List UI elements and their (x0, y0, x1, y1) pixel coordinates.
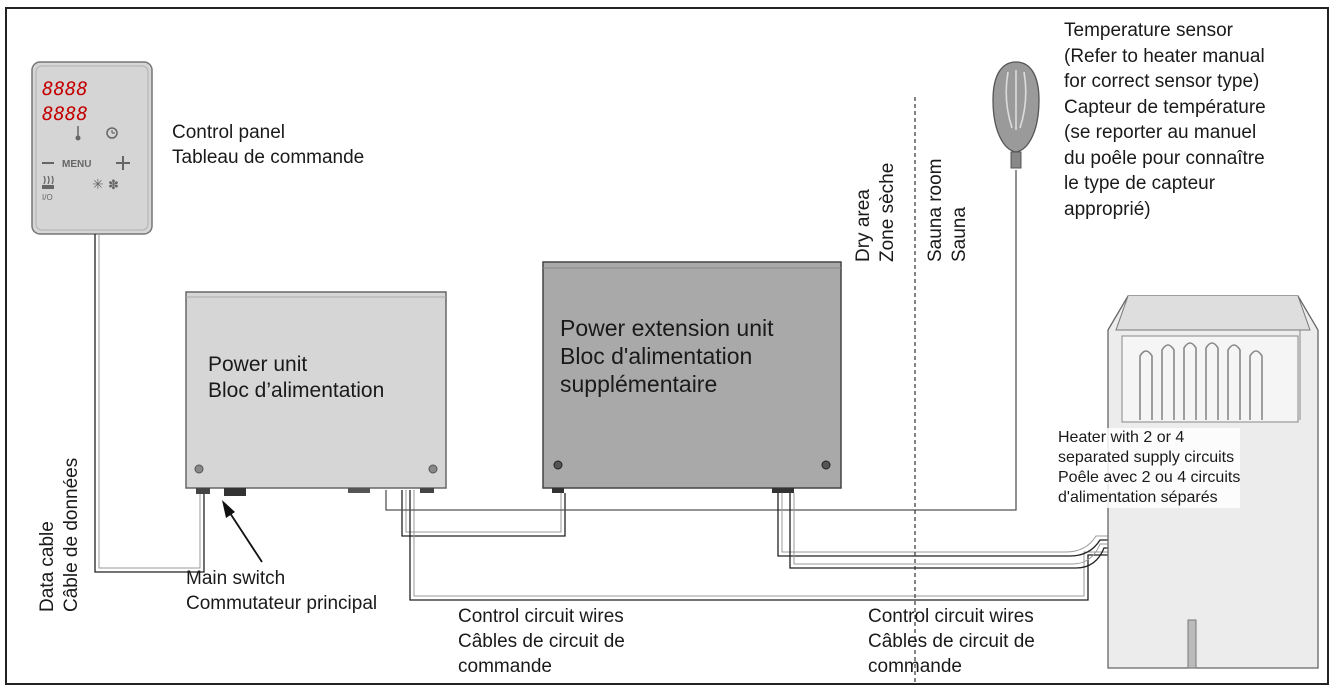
sensor-label-line: du poêle pour connaître (1064, 147, 1265, 169)
power-unit-label-en: Power unit (208, 353, 308, 376)
control-wires-left-line2: Câbles de circuit de (458, 631, 625, 652)
sensor-label-line: le type de capteur (1064, 173, 1216, 194)
light-icon: ✳ (92, 177, 104, 193)
control-wires-left-line1: Control circuit wires (458, 606, 624, 627)
diagram-frame (5, 7, 1329, 685)
control-panel-label-en: Control panel (172, 122, 286, 143)
data-cable-label-en: Data cable (37, 521, 58, 612)
sensor-label-line: (se reporter au manuel (1064, 122, 1257, 143)
data-cable-label: Data cable Câble de données (36, 458, 84, 612)
control-wires-right (777, 493, 1112, 569)
sensor-label-line: (Refer to heater manual (1064, 45, 1265, 67)
dry-area-label-fr: Zone sèche (877, 162, 898, 262)
thermometer-icon (75, 126, 81, 141)
power-extension-unit-label: Power extension unit Bloc d'alimentation… (560, 314, 774, 398)
dry-area-label-en: Dry area (853, 189, 874, 262)
control-wires-right-line1: Control circuit wires (868, 606, 1034, 627)
display-row-1: 8888 (42, 78, 88, 100)
data-cable-label-fr: Câble de données (61, 457, 82, 612)
main-switch-arrow (222, 500, 263, 563)
control-panel-label-fr: Tableau de commande (172, 147, 365, 168)
main-switch-label-fr: Commutateur principal (186, 593, 378, 614)
main-switch-label-en: Main switch (186, 568, 286, 589)
power-extension-label-line3: supplémentaire (560, 371, 718, 397)
power-extension-label-line1: Power extension unit (560, 315, 774, 341)
sauna-room-label: Sauna room Sauna (924, 158, 972, 262)
heater-label-line: d'alimentation séparés (1058, 489, 1218, 506)
control-panel-label: Control panel Tableau de commande (172, 120, 364, 170)
plus-icon (116, 156, 130, 170)
control-wires-left (401, 490, 1110, 601)
fan-icon: ✽ (108, 178, 119, 193)
sensor-label-line: approprié) (1064, 198, 1151, 220)
control-wires-right-line2: Câbles de circuit de (868, 631, 1035, 652)
menu-label: MENU (62, 159, 91, 170)
sensor-label-line: Temperature sensor (1064, 20, 1233, 41)
temperature-sensor-label: Temperature sensor (Refer to heater manu… (1064, 18, 1266, 222)
main-switch (224, 488, 246, 496)
dry-area-label: Dry area Zone sèche (852, 163, 900, 262)
heater-label-line: Heater with 2 or 4 (1058, 429, 1185, 446)
power-extension-label-line2: Bloc d'alimentation (560, 343, 753, 369)
sauna-room-label-fr: Sauna (949, 207, 970, 262)
heater-icon (42, 175, 54, 189)
power-unit (185, 291, 447, 496)
control-wires-left-label: Control circuit wires Câbles de circuit … (458, 604, 625, 679)
data-cable (94, 234, 205, 573)
power-unit-label-fr: Bloc d’alimentation (208, 379, 385, 402)
sensor-label-line: for correct sensor type) (1064, 71, 1260, 92)
sensor-label-line: Capteur de température (1064, 96, 1266, 118)
io-label: I/O (42, 193, 53, 202)
heater-label-line: separated supply circuits (1058, 449, 1235, 466)
heater-label-line: Poêle avec 2 ou 4 circuits (1058, 469, 1241, 486)
heater-label: Heater with 2 or 4 separated supply circ… (1058, 428, 1241, 508)
temperature-sensor (992, 61, 1040, 169)
sauna-room-label-en: Sauna room (925, 158, 946, 262)
main-switch-label: Main switch Commutateur principal (186, 566, 377, 616)
control-wires-right-label: Control circuit wires Câbles de circuit … (868, 604, 1035, 679)
sensor-cable (385, 170, 1017, 511)
display-row-2: 8888 (42, 103, 88, 125)
control-wires-right-line3: commande (868, 656, 962, 677)
clock-icon (106, 127, 118, 139)
control-panel: 8888 8888 MENU I/O ✳ ✽ (31, 61, 153, 235)
power-extension-unit (542, 261, 842, 493)
control-wires-left-line3: commande (458, 656, 552, 677)
power-unit-label: Power unit Bloc d’alimentation (208, 352, 384, 404)
